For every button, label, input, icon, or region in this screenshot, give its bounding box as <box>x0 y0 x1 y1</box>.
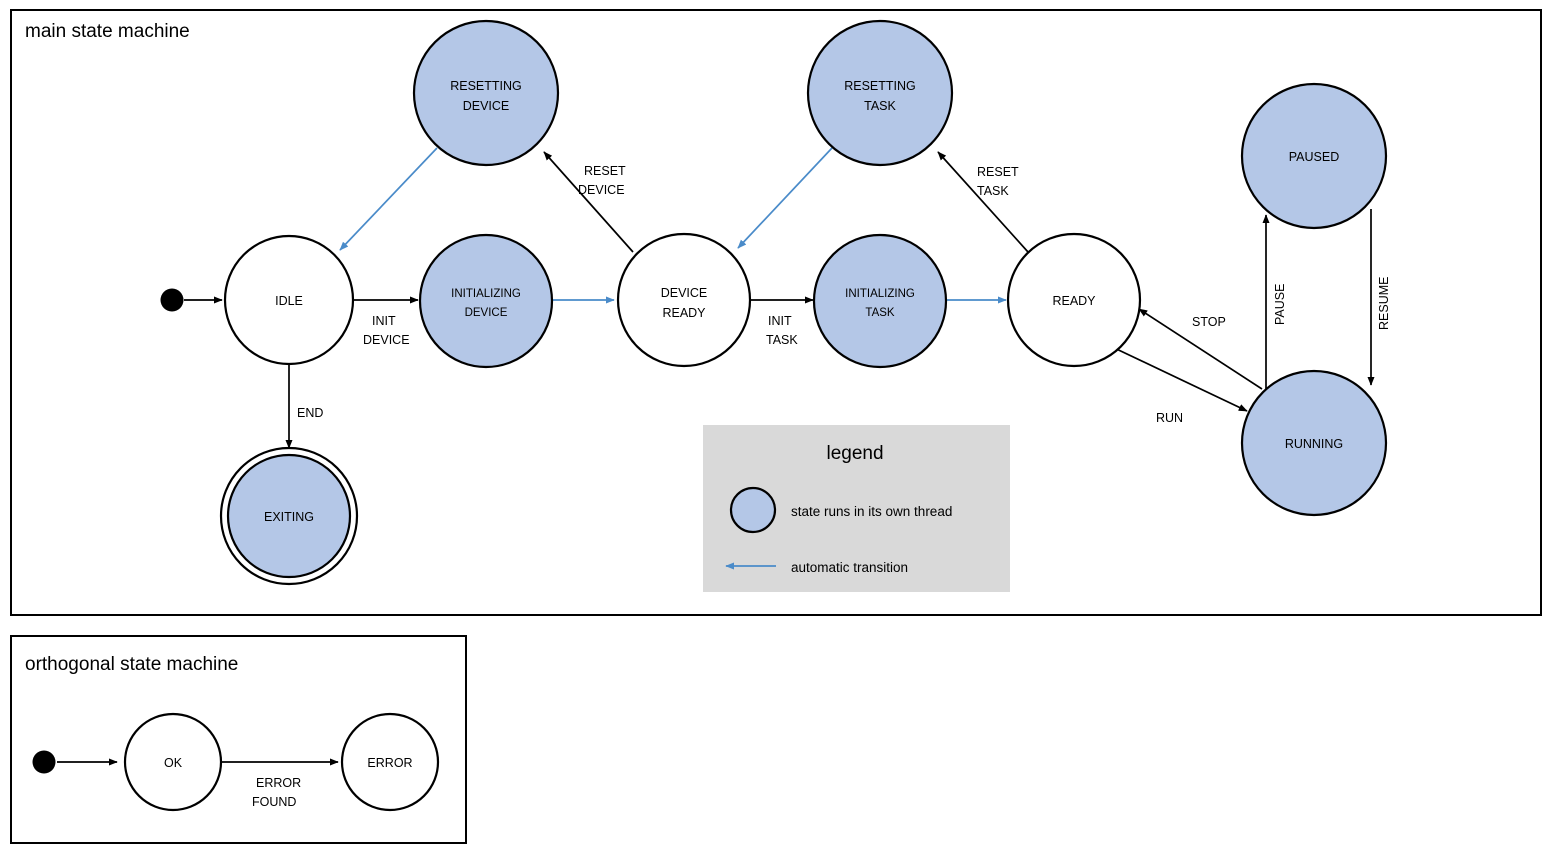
transition-resetting-device-to-idle[interactable] <box>339 147 438 251</box>
initial-state-dot <box>160 288 184 312</box>
transition-label-end: END <box>297 406 323 420</box>
state-label-ok: OK <box>164 756 183 770</box>
legend: legend state runs in its own thread auto… <box>703 425 1010 592</box>
state-node-paused[interactable]: PAUSED <box>1240 82 1388 230</box>
legend-title: legend <box>826 443 883 464</box>
state-label-exiting: EXITING <box>264 510 314 524</box>
transition-label-init-device-line2: DEVICE <box>363 333 410 347</box>
legend-item-thread: state runs in its own thread <box>729 486 952 534</box>
main-state-machine-panel: main state machine INIT DEVICE RESET DEV <box>10 9 1542 616</box>
transition-label-run: RUN <box>1156 411 1183 425</box>
transition-device-ready-to-initializing-task[interactable]: INIT TASK <box>750 296 814 347</box>
transition-idle-to-initializing-device[interactable]: INIT DEVICE <box>353 296 419 347</box>
state-node-idle[interactable]: IDLE <box>223 234 355 366</box>
state-label-paused: PAUSED <box>1289 150 1339 164</box>
transition-paused-to-running[interactable]: RESUME <box>1367 209 1391 386</box>
legend-item-auto-transition: automatic transition <box>725 560 908 575</box>
state-label-device-ready-line2: READY <box>662 306 706 320</box>
state-node-device-ready[interactable]: DEVICE READY <box>616 232 752 368</box>
transition-device-ready-to-resetting-device[interactable]: RESET DEVICE <box>543 151 634 253</box>
main-panel-title: main state machine <box>25 21 190 42</box>
transition-ready-to-running[interactable]: RUN <box>1107 344 1248 425</box>
state-label-initializing-task-line2: TASK <box>865 307 895 319</box>
state-label-idle: IDLE <box>275 294 303 308</box>
transition-label-init-device-line1: INIT <box>372 314 396 328</box>
orthogonal-initial-state-dot <box>32 750 56 774</box>
transition-label-init-task-line1: INIT <box>768 314 792 328</box>
transition-label-reset-task-line2: TASK <box>977 184 1009 198</box>
state-label-initializing-device-line2: DEVICE <box>465 307 508 319</box>
transition-label-pause: PAUSE <box>1273 284 1287 325</box>
state-label-running: RUNNING <box>1285 437 1343 451</box>
state-label-resetting-device-line2: DEVICE <box>463 99 510 113</box>
state-label-ready: READY <box>1052 294 1096 308</box>
transition-label-init-task-line2: TASK <box>766 333 798 347</box>
state-node-initializing-task[interactable]: INITIALIZING TASK <box>812 233 948 369</box>
transition-idle-to-exiting[interactable]: END <box>285 365 323 449</box>
orthogonal-panel-title: orthogonal state machine <box>25 654 238 675</box>
state-label-initializing-task-line1: INITIALIZING <box>845 288 915 300</box>
transition-running-to-paused[interactable]: PAUSE <box>1262 214 1287 392</box>
state-node-ready[interactable]: READY <box>1006 232 1142 368</box>
transition-label-stop: STOP <box>1192 315 1226 329</box>
orthogonal-transitions: ERROR FOUND <box>57 758 339 809</box>
state-node-resetting-task[interactable]: RESETTING TASK <box>806 19 954 167</box>
transition-ready-to-resetting-task[interactable]: RESET TASK <box>937 151 1029 253</box>
legend-item-auto-label: automatic transition <box>791 560 908 575</box>
transition-resetting-task-to-device-ready[interactable] <box>737 147 833 249</box>
transition-label-error-found-line1: ERROR <box>256 776 301 790</box>
state-node-initializing-device[interactable]: INITIALIZING DEVICE <box>418 233 554 369</box>
state-label-resetting-task-line1: RESETTING <box>844 79 916 93</box>
orthogonal-state-machine-panel: orthogonal state machine ERROR FOUND OK … <box>10 635 467 844</box>
transition-label-reset-task-line1: RESET <box>977 165 1019 179</box>
legend-item-thread-label: state runs in its own thread <box>791 504 952 519</box>
transition-label-reset-device-line1: RESET <box>584 164 626 178</box>
state-label-resetting-task-line2: TASK <box>864 99 896 113</box>
state-label-device-ready-line1: DEVICE <box>661 286 708 300</box>
state-label-initializing-device-line1: INITIALIZING <box>451 288 521 300</box>
main-transitions: INIT DEVICE RESET DEVICE END <box>184 147 1391 449</box>
state-node-resetting-device[interactable]: RESETTING DEVICE <box>412 19 560 167</box>
filled-circle-icon <box>729 486 777 534</box>
state-node-ok[interactable]: OK <box>123 712 223 812</box>
transition-label-error-found-line2: FOUND <box>252 795 296 809</box>
transition-label-reset-device-line2: DEVICE <box>578 183 625 197</box>
state-node-exiting[interactable]: EXITING <box>219 446 359 586</box>
transition-running-to-ready[interactable]: STOP <box>1138 308 1263 390</box>
state-label-error: ERROR <box>367 756 412 770</box>
state-label-resetting-device-line1: RESETTING <box>450 79 522 93</box>
state-node-error[interactable]: ERROR <box>340 712 440 812</box>
transition-ok-to-error[interactable]: ERROR FOUND <box>220 758 339 809</box>
transition-label-resume: RESUME <box>1377 277 1391 330</box>
state-node-running[interactable]: RUNNING <box>1240 369 1388 517</box>
